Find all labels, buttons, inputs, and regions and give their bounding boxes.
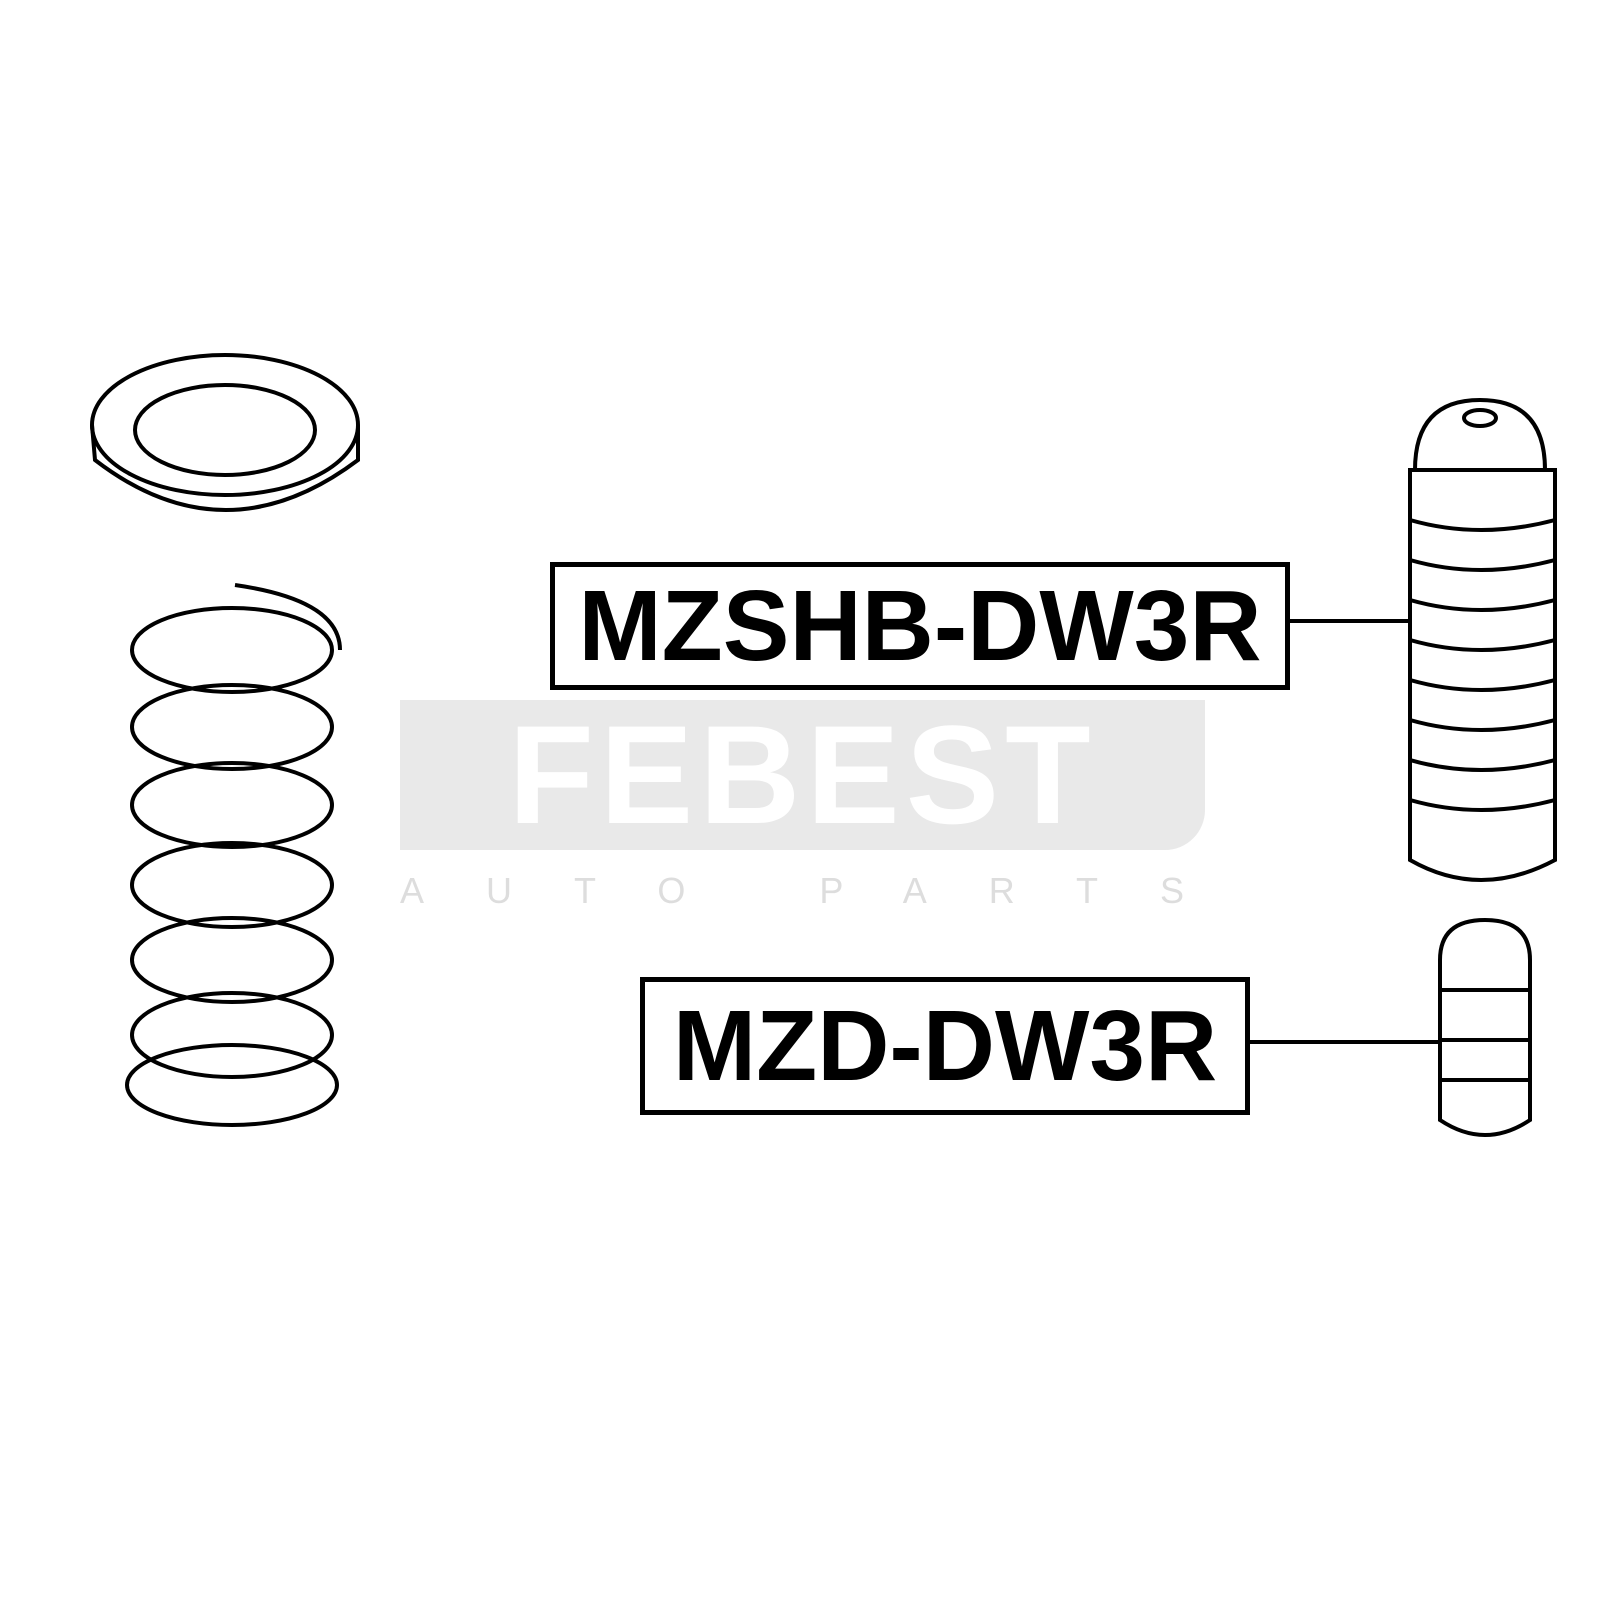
- dust-boot: [1408, 397, 1557, 882]
- spring-seat-ring: [90, 353, 360, 512]
- part-label-dust-boot: MZSHB-DW3R: [550, 562, 1290, 690]
- watermark-brand: FEBEST: [508, 696, 1097, 853]
- watermark-tagline: AUTO PARTS: [400, 870, 1247, 911]
- coil-spring: [125, 583, 342, 1127]
- bump-stop: [1438, 917, 1532, 1137]
- watermark-logo: FEBEST: [400, 696, 1205, 853]
- part-label-bump-stop: MZD-DW3R: [640, 977, 1250, 1115]
